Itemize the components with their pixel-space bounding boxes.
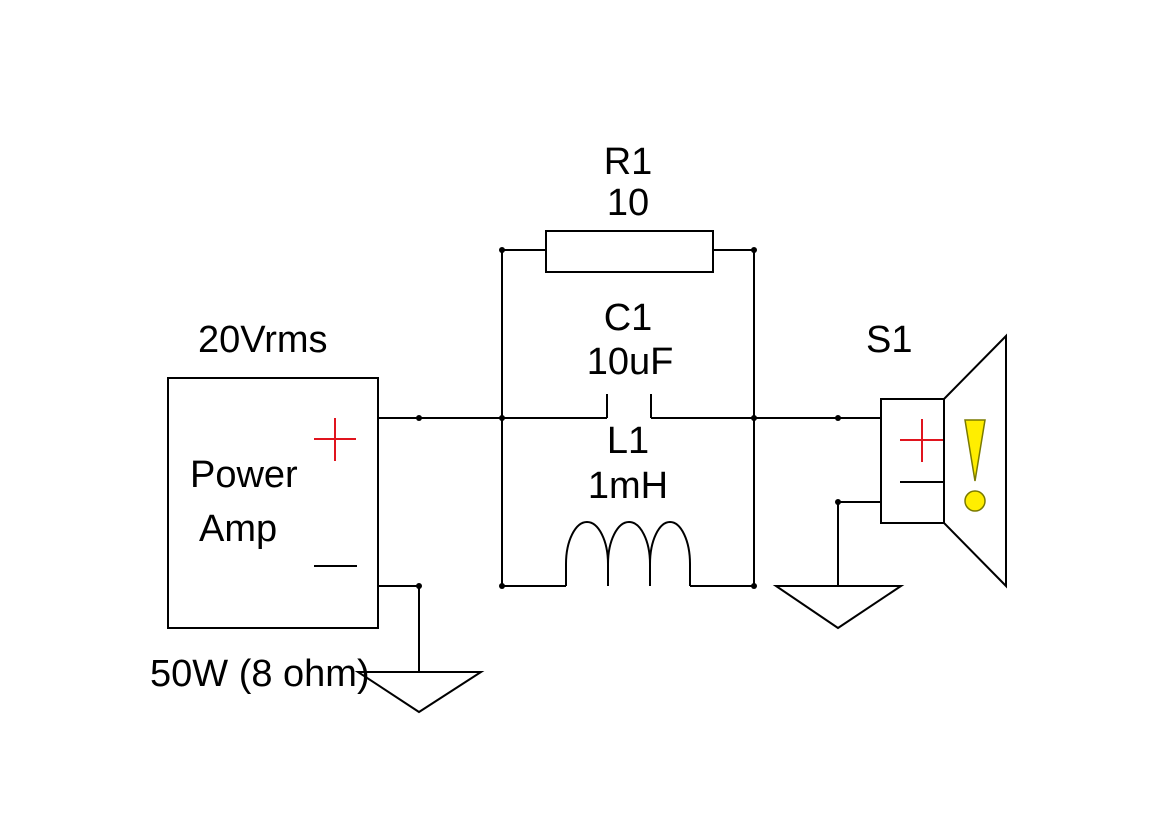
amp-plus-icon — [314, 418, 356, 461]
amp-name-line2: Amp — [199, 508, 277, 550]
amp-name-line1: Power — [190, 454, 298, 496]
power-amp: 20Vrms Power Amp 50W (8 ohm) — [150, 319, 379, 695]
inductor-ref: L1 — [607, 420, 649, 462]
junction-nodes — [416, 247, 841, 589]
speaker-magnet — [880, 398, 945, 524]
speaker-cone — [943, 333, 1007, 589]
speaker-ref: S1 — [866, 319, 912, 361]
capacitor-c1: C1 10uF — [587, 297, 674, 418]
capacitor-value: 10uF — [587, 341, 674, 383]
speaker-plus-icon — [900, 419, 943, 462]
resistor-r1: R1 10 — [545, 141, 714, 273]
capacitor-ref: C1 — [604, 297, 653, 339]
ground-icon-speaker — [772, 585, 905, 630]
speaker-s1: S1 — [866, 319, 1007, 589]
inductor-l1: L1 1mH — [565, 420, 691, 586]
exclamation-warning-icon — [964, 419, 986, 512]
inductor-coil — [565, 521, 691, 586]
inductor-value: 1mH — [588, 465, 668, 507]
resistor-value: 10 — [607, 182, 649, 224]
resistor-body — [545, 230, 714, 273]
amp-voltage-label: 20Vrms — [198, 319, 328, 361]
power-amp-body — [167, 377, 379, 629]
amp-power-label: 50W (8 ohm) — [150, 653, 370, 695]
ground-icon-amp — [354, 671, 485, 714]
resistor-ref: R1 — [604, 141, 653, 183]
